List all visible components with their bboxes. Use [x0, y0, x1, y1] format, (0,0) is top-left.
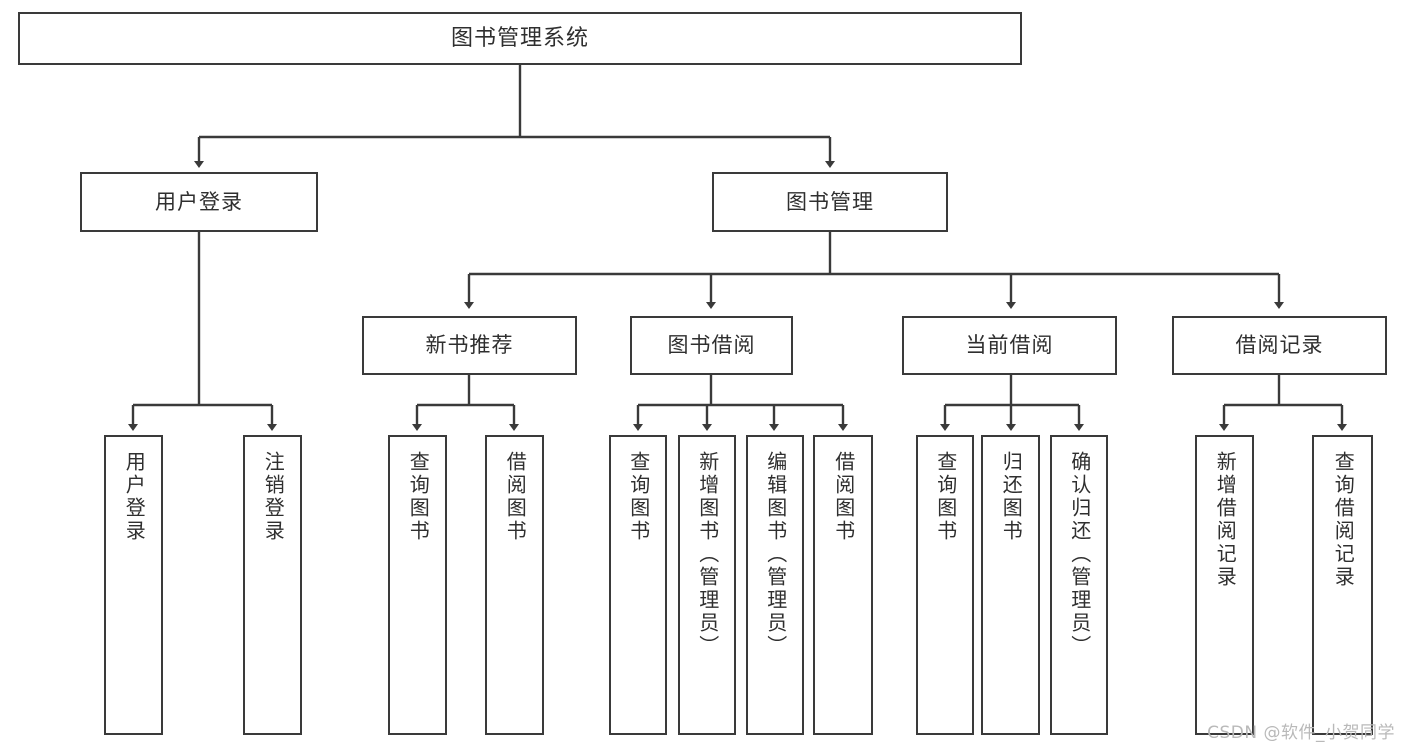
leaf-borrow-record-query[interactable]: 查询借阅记录	[1312, 435, 1373, 735]
node-new-book-recommend[interactable]: 新书推荐	[362, 316, 577, 375]
leaf-book-borrow-add[interactable]: 新增图书（管理员）	[678, 435, 736, 735]
leaf-book-borrow-borrow-label: 借阅图书	[831, 451, 856, 543]
leaf-book-borrow-edit-label: 编辑图书（管理员）	[763, 451, 788, 658]
leaf-book-borrow-borrow[interactable]: 借阅图书	[813, 435, 873, 735]
node-book-management[interactable]: 图书管理	[712, 172, 948, 232]
node-root[interactable]: 图书管理系统	[18, 12, 1022, 65]
leaf-new-book-query[interactable]: 查询图书	[388, 435, 447, 735]
leaf-user-login-login-label: 用户登录	[122, 451, 147, 543]
leaf-borrow-record-add-label: 新增借阅记录	[1213, 451, 1238, 589]
leaf-current-borrow-query-label: 查询图书	[933, 451, 958, 543]
leaf-borrow-record-add[interactable]: 新增借阅记录	[1195, 435, 1254, 735]
node-borrow-record[interactable]: 借阅记录	[1172, 316, 1387, 375]
leaf-user-login-login[interactable]: 用户登录	[104, 435, 163, 735]
csdn-watermark: CSDN @软件_小贺同学	[1207, 723, 1395, 743]
node-user-login-label: 用户登录	[155, 189, 243, 214]
node-current-borrow[interactable]: 当前借阅	[902, 316, 1117, 375]
leaf-new-book-borrow[interactable]: 借阅图书	[485, 435, 544, 735]
leaf-current-borrow-confirm-return-label: 确认归还（管理员）	[1067, 451, 1092, 658]
node-current-borrow-label: 当前借阅	[965, 333, 1054, 358]
leaf-book-borrow-query-label: 查询图书	[626, 451, 651, 543]
leaf-user-login-logout-label: 注销登录	[261, 451, 286, 543]
node-book-borrow[interactable]: 图书借阅	[630, 316, 793, 375]
leaf-borrow-record-query-label: 查询借阅记录	[1331, 451, 1356, 589]
node-book-management-label: 图书管理	[786, 189, 874, 214]
leaf-user-login-logout[interactable]: 注销登录	[243, 435, 302, 735]
node-book-borrow-label: 图书借阅	[667, 333, 756, 358]
leaf-current-borrow-return[interactable]: 归还图书	[981, 435, 1040, 735]
leaf-new-book-borrow-label: 借阅图书	[503, 451, 528, 543]
leaf-book-borrow-edit[interactable]: 编辑图书（管理员）	[746, 435, 804, 735]
leaf-book-borrow-add-label: 新增图书（管理员）	[695, 451, 720, 658]
node-new-book-recommend-label: 新书推荐	[425, 333, 514, 358]
leaf-current-borrow-confirm-return[interactable]: 确认归还（管理员）	[1050, 435, 1108, 735]
leaf-new-book-query-label: 查询图书	[406, 451, 431, 543]
node-root-label: 图书管理系统	[450, 25, 589, 51]
leaf-book-borrow-query[interactable]: 查询图书	[609, 435, 667, 735]
node-user-login[interactable]: 用户登录	[80, 172, 318, 232]
leaf-current-borrow-query[interactable]: 查询图书	[916, 435, 974, 735]
node-borrow-record-label: 借阅记录	[1235, 333, 1324, 358]
leaf-current-borrow-return-label: 归还图书	[999, 451, 1024, 543]
